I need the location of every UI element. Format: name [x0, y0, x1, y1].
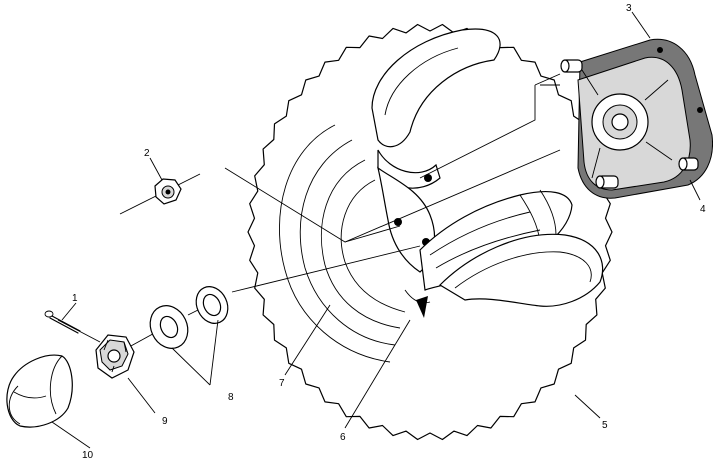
hub-rib	[581, 69, 599, 96]
washer-hole	[159, 315, 179, 339]
callout-9: 9	[162, 416, 168, 427]
rim-barrel-ridge	[435, 229, 541, 269]
hub-cap	[6, 354, 73, 428]
callout-4: 4	[700, 204, 706, 215]
valve-stem	[416, 296, 428, 318]
leader-line-4	[689, 179, 701, 201]
axis-line	[344, 225, 401, 243]
axis-line	[419, 85, 536, 179]
leader-line-3	[631, 11, 651, 39]
axis-line	[231, 245, 421, 293]
callout-8: 8	[228, 392, 234, 403]
cotter-pin-shank	[51, 315, 81, 332]
leader-line-5	[574, 394, 601, 419]
rim-center-disc	[377, 166, 436, 273]
cotter-pin-eye	[44, 310, 54, 318]
hub-rib	[644, 79, 669, 101]
leader-line-8b	[209, 319, 219, 386]
hub-rib	[645, 141, 673, 161]
washers	[149, 286, 229, 349]
hub-stud-end	[678, 157, 688, 171]
callout-10: 10	[82, 450, 94, 458]
rim	[371, 28, 604, 318]
leader-line-10	[51, 421, 91, 449]
hub-bolt-hole	[657, 47, 663, 53]
castle-nut-slot	[111, 365, 115, 373]
tire-sidewall-contour	[340, 179, 406, 313]
castle-nut-slot	[103, 339, 109, 351]
callout-1: 1	[72, 293, 78, 304]
hub-bolt-hole	[697, 107, 703, 113]
rim-upper-lip-inner	[384, 47, 459, 116]
cotter-pin	[44, 310, 81, 334]
hub	[560, 38, 713, 199]
tire-sidewall-contour	[320, 159, 401, 329]
washer-hole	[202, 293, 222, 317]
rim-barrel-ridge	[429, 211, 531, 256]
lug-nut	[154, 178, 182, 205]
leader-lines	[51, 11, 701, 449]
hub-cap-dome	[8, 385, 21, 425]
rim-lower-lip-inner	[454, 251, 592, 289]
hub-bearing-center	[611, 113, 629, 131]
rim-upper-lip	[371, 28, 501, 148]
leader-line-6	[344, 319, 411, 429]
cotter-pin-shank	[49, 317, 79, 334]
hub-stud-end	[560, 59, 570, 73]
tire-tread-outline	[247, 23, 613, 441]
tire	[247, 23, 613, 441]
tire-sidewall-contour	[279, 124, 391, 363]
hub-cap-rim	[49, 355, 63, 415]
castle-nut	[95, 334, 135, 379]
hub-cap-highlight	[13, 391, 47, 399]
callout-6: 6	[340, 432, 346, 443]
callout-labels: 1 2 3 4 5 6 7 8 9 10	[72, 3, 706, 458]
leader-line-2	[149, 157, 163, 181]
leader-line-8a	[171, 347, 211, 386]
callout-7: 7	[279, 378, 285, 389]
castle-nut-slot	[123, 341, 127, 353]
rim-barrel-ridge	[539, 189, 557, 236]
hub-rib	[591, 147, 601, 179]
leader-line-1	[61, 302, 77, 321]
hub-stud-end	[595, 175, 605, 189]
callout-2: 2	[144, 148, 150, 159]
tire-sidewall-contour	[299, 139, 396, 346]
leader-line-9	[127, 377, 156, 414]
hub-cap-body	[6, 354, 73, 428]
lug-nut-bore	[165, 189, 171, 195]
rim-stud-hole	[424, 174, 432, 182]
callout-5: 5	[602, 420, 608, 431]
callout-3: 3	[626, 3, 632, 14]
axis-line	[534, 73, 561, 86]
castle-nut-bore	[107, 349, 121, 363]
leader-line-7	[284, 304, 331, 376]
rim-lower-flange	[404, 289, 431, 304]
